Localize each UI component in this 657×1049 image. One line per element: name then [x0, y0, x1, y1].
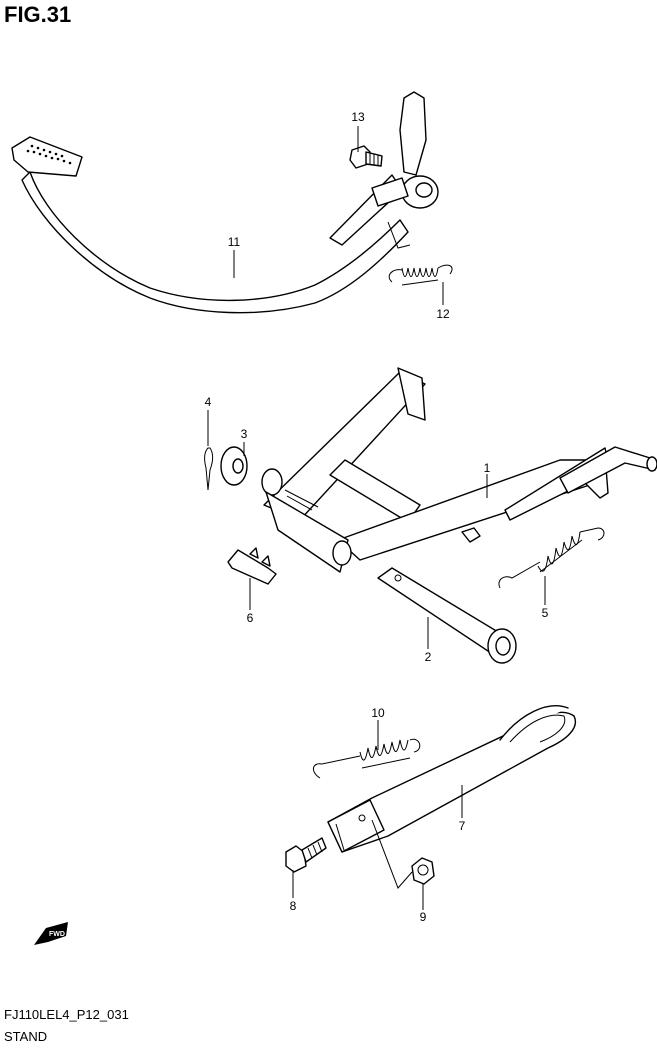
side-stand-bolt[interactable]: [285, 837, 327, 873]
side-stand-spring[interactable]: [313, 738, 421, 779]
brake-pedal-bolt[interactable]: [349, 145, 383, 169]
callout-7: 7: [459, 819, 466, 833]
stopper-rubber[interactable]: [227, 547, 277, 585]
callout-3: 3: [241, 427, 248, 441]
callout-2: 2: [425, 650, 432, 664]
callout-10: 10: [371, 706, 385, 720]
brake-pedal[interactable]: [11, 91, 439, 314]
leader-lines: [207, 126, 546, 910]
figure-title: FIG.31: [4, 2, 72, 27]
figure-caption: STAND: [4, 1029, 48, 1044]
brake-pedal-spring[interactable]: [388, 264, 453, 286]
drawing-code: FJ110LEL4_P12_031: [4, 1007, 129, 1022]
center-stand[interactable]: [261, 367, 657, 573]
callout-1: 1: [484, 461, 491, 475]
pad-texture: [26, 144, 72, 165]
callout-11: 11: [228, 235, 241, 249]
callout-9: 9: [420, 910, 427, 924]
washer[interactable]: [220, 446, 248, 486]
cotter-pin[interactable]: [204, 447, 214, 491]
callout-4: 4: [205, 395, 212, 409]
stand-pivot-shaft[interactable]: [377, 567, 517, 664]
svg-text:FWD: FWD: [49, 931, 65, 938]
center-stand-spring[interactable]: [498, 527, 605, 589]
callout-5: 5: [542, 606, 549, 620]
callout-6: 6: [247, 611, 254, 625]
forward-arrow-icon: FWD: [34, 922, 68, 945]
side-stand[interactable]: [327, 705, 577, 853]
callout-12: 12: [436, 307, 450, 321]
callout-8: 8: [290, 899, 297, 913]
callout-13: 13: [351, 110, 365, 124]
side-stand-nut[interactable]: [411, 857, 435, 885]
